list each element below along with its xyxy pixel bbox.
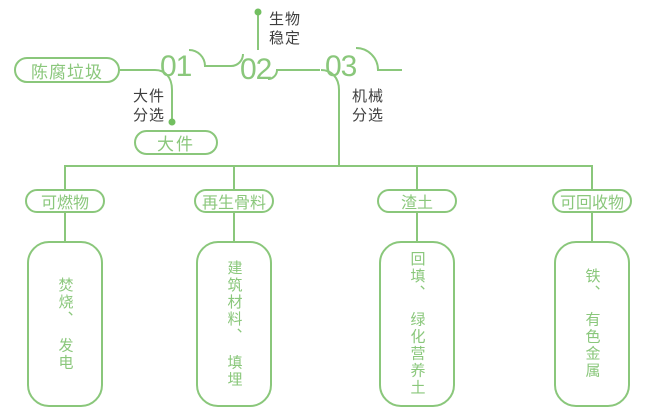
step-number-03: 03 xyxy=(325,50,357,83)
node-bulky-items: 大件 xyxy=(134,130,218,155)
node-recycled-aggregate: 再生骨料 xyxy=(194,189,274,213)
result-iron-nonferrous-metals: 铁、 有色金属 xyxy=(554,241,630,407)
result-text: 回填、 绿化营养土 xyxy=(408,251,426,397)
step-label-line: 生物 xyxy=(269,11,302,28)
dot-bulky-branch xyxy=(168,118,176,126)
step-label-line: 大件 xyxy=(133,88,166,105)
wire-step3-exit xyxy=(355,47,402,71)
result-incineration-power: 焚烧、 发电 xyxy=(27,241,103,407)
step-label-line: 分选 xyxy=(352,107,385,124)
wire-step1-to-step2-b xyxy=(230,53,244,67)
wire-step2-to-step3 xyxy=(267,69,320,80)
step-label-bulky-sorting: 大件 分选 xyxy=(133,87,165,125)
step-label-line: 机械 xyxy=(352,88,385,105)
wire-distribution-bus xyxy=(64,165,593,189)
wire-step3-down-trunk xyxy=(320,69,340,166)
node-combustibles: 可燃物 xyxy=(25,189,105,213)
result-building-materials-landfill: 建筑材料、 填埋 xyxy=(196,241,272,407)
step-label-mechanical-sorting: 机械 分选 xyxy=(352,87,384,125)
result-text: 焚烧、 发电 xyxy=(56,276,74,372)
step-label-line: 分选 xyxy=(133,107,166,124)
step-number-01: 01 xyxy=(160,50,192,83)
result-text: 建筑材料、 填埋 xyxy=(225,259,243,389)
dot-bio-branch xyxy=(254,8,262,16)
wire-step1-to-step2-a xyxy=(188,49,231,67)
step-label-line: 稳定 xyxy=(269,30,302,47)
result-backfill-nutrient-soil: 回填、 绿化营养土 xyxy=(379,241,455,407)
step-number-02: 02 xyxy=(240,53,272,86)
wire-step1-down-bulky xyxy=(154,69,173,119)
node-slag-soil: 渣土 xyxy=(377,189,457,213)
result-text: 铁、 有色金属 xyxy=(583,268,601,380)
node-root-aged-waste: 陈腐垃圾 xyxy=(14,57,120,83)
step-label-bio-stabilization: 生物 稳定 xyxy=(269,10,301,48)
node-recyclables: 可回收物 xyxy=(552,189,632,213)
